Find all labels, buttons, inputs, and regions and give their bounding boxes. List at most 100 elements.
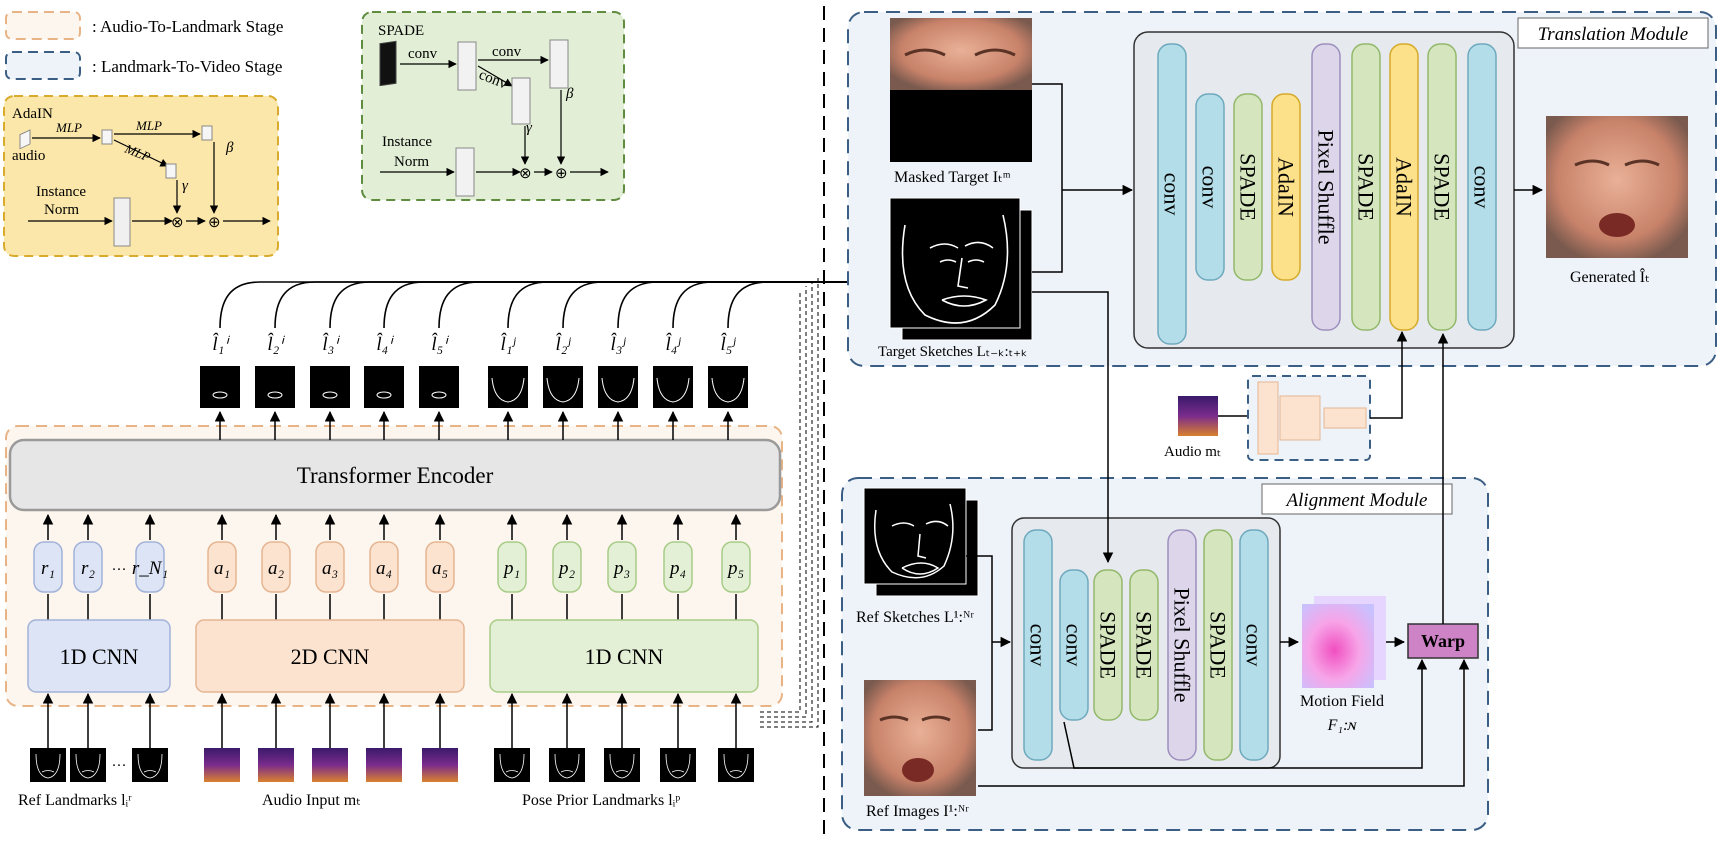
adain-norm-1: Instance [36, 184, 86, 200]
audio-enc-layer-3 [1323, 407, 1367, 429]
translation-module: Translation Module Masked Target Iₜᵐ Tar… [847, 11, 1717, 461]
output-label-7: l̂₂ʲ [555, 333, 571, 355]
spade-plus: ⊕ [555, 166, 568, 182]
spade-gamma: γ [526, 120, 533, 136]
output-landmark-3 [310, 366, 350, 408]
output-landmark-1 [200, 366, 240, 408]
audio-cnn [195, 619, 465, 693]
spade-beta-vec [549, 39, 569, 89]
motion-field-label: Motion Field [1300, 693, 1384, 710]
masked-target-label: Masked Target Iₜᵐ [894, 169, 1011, 186]
alignment-block-label-4: SPADE [1132, 611, 1157, 679]
spade-feat-vec [457, 41, 477, 91]
translation-block-label-6: SPADE [1354, 153, 1379, 221]
adain-beta-vec [201, 125, 213, 141]
pose-landmark-input-1 [494, 748, 530, 782]
audio-token-4 [369, 541, 399, 593]
adain-detail: AdaIN audio MLP MLP MLP β γ Instance Nor… [3, 95, 279, 257]
generated-label: Generated Îₜ [1570, 267, 1650, 286]
translation-block-7 [1389, 43, 1419, 331]
spade-detail: SPADE conv conv conv β γ Instance Norm ⊗… [361, 11, 625, 201]
audio-token-5 [425, 541, 455, 593]
ref-landmark-input-2 [70, 748, 106, 782]
adain-hidden-vec [101, 129, 113, 145]
alignment-module: Alignment Module Ref Sketches L¹:ᴺʳ Ref … [841, 291, 1489, 831]
adain-gamma: γ [182, 178, 189, 194]
adain-mlp-label-2: MLP [135, 118, 162, 133]
pose-token-2-label: p₂ [557, 558, 576, 579]
translation-block-label-2: conv [1198, 166, 1223, 209]
audio-cnn-label: 2D CNN [291, 644, 370, 669]
alignment-block-label-7: conv [1242, 624, 1267, 667]
spade-norm-2: Norm [394, 154, 429, 170]
translation-block-label-8: SPADE [1430, 153, 1455, 221]
output-label-2: l̂₂ⁱ [267, 333, 285, 355]
alignment-block-5 [1167, 529, 1197, 761]
pose-token-4 [663, 541, 693, 593]
translation-block-label-9: conv [1470, 166, 1495, 209]
output-label-4: l̂₄ⁱ [376, 333, 394, 355]
translation-block-label-5: Pixel Shuffle [1314, 129, 1339, 244]
translation-block-6 [1351, 43, 1381, 331]
audio-token-3-label: a₃ [322, 558, 338, 579]
pose-token-3 [607, 541, 637, 593]
adain-audio-label: audio [12, 148, 45, 164]
pose-token-1-label: p₁ [502, 558, 520, 579]
output-landmark-9 [653, 366, 693, 408]
alignment-block-label-5: Pixel Shuffle [1170, 587, 1195, 702]
alignment-title: Alignment Module [1285, 490, 1428, 511]
audio-token-1-label: a₁ [214, 558, 230, 579]
adain-plus: ⊕ [208, 215, 221, 231]
target-sketch-front [889, 197, 1021, 329]
spade-conv-label-2: conv [492, 44, 522, 60]
pose-landmark-input-3 [604, 748, 640, 782]
audio-token-2 [261, 541, 291, 593]
adain-title: AdaIN [12, 106, 53, 122]
spade-gamma-vec [511, 77, 531, 125]
output-label-10: l̂₅ʲ [720, 333, 736, 355]
adain-beta: β [225, 140, 234, 156]
audio-token-3 [315, 541, 345, 593]
alignment-block-4 [1129, 569, 1159, 721]
legend-stage1-swatch [5, 11, 81, 40]
pose-cnn-label: 1D CNN [585, 644, 664, 669]
motion-field-symbol: F₁:ɴ [1327, 717, 1358, 734]
output-label-9: l̂₄ʲ [665, 333, 681, 355]
audio-input-5 [422, 748, 458, 782]
spade-mult: ⊗ [519, 166, 532, 182]
ref-input-ellipsis: ··· [112, 758, 127, 774]
legend-stage1-text: : Audio-To-Landmark Stage [92, 17, 283, 36]
ref-token-ellipsis: ··· [112, 562, 127, 578]
alignment-block-3 [1093, 569, 1123, 721]
output-landmark-5 [419, 366, 459, 408]
alignment-block-7 [1239, 529, 1269, 761]
spade-norm-1: Instance [382, 134, 432, 150]
audio-input-label: Audio Input mₜ [262, 792, 361, 809]
pose-token-4-label: p₄ [668, 558, 686, 579]
target-sketch-lines [901, 214, 1009, 324]
alignment-block-1 [1023, 529, 1053, 761]
pose-landmarks-label: Pose Prior Landmarks lᵢᵖ [522, 792, 680, 809]
translation-title-box [1517, 17, 1709, 49]
spade-sketch-thumb [379, 40, 397, 87]
output-landmark-6 [488, 366, 528, 408]
target-sketches-label: Target Sketches Lₜ₋ₖ:ₜ₊ₖ [878, 344, 1027, 360]
adain-norm-2: Norm [44, 202, 79, 218]
ref-sketch-lines [873, 503, 954, 579]
translation-block-4 [1271, 93, 1301, 281]
translation-block-9 [1467, 43, 1497, 331]
translation-block-label-4: AdaIN [1274, 157, 1299, 217]
output-label-1: l̂₁ⁱ [212, 333, 230, 355]
adain-mult: ⊗ [171, 215, 184, 231]
ref-sketch-front [863, 487, 967, 585]
ref-token-2-label: r₂ [81, 558, 95, 579]
motion-field-front [1302, 604, 1374, 688]
alignment-block-label-1: conv [1026, 624, 1051, 667]
transformer-encoder [8, 438, 782, 512]
ref-token-3 [135, 541, 165, 593]
